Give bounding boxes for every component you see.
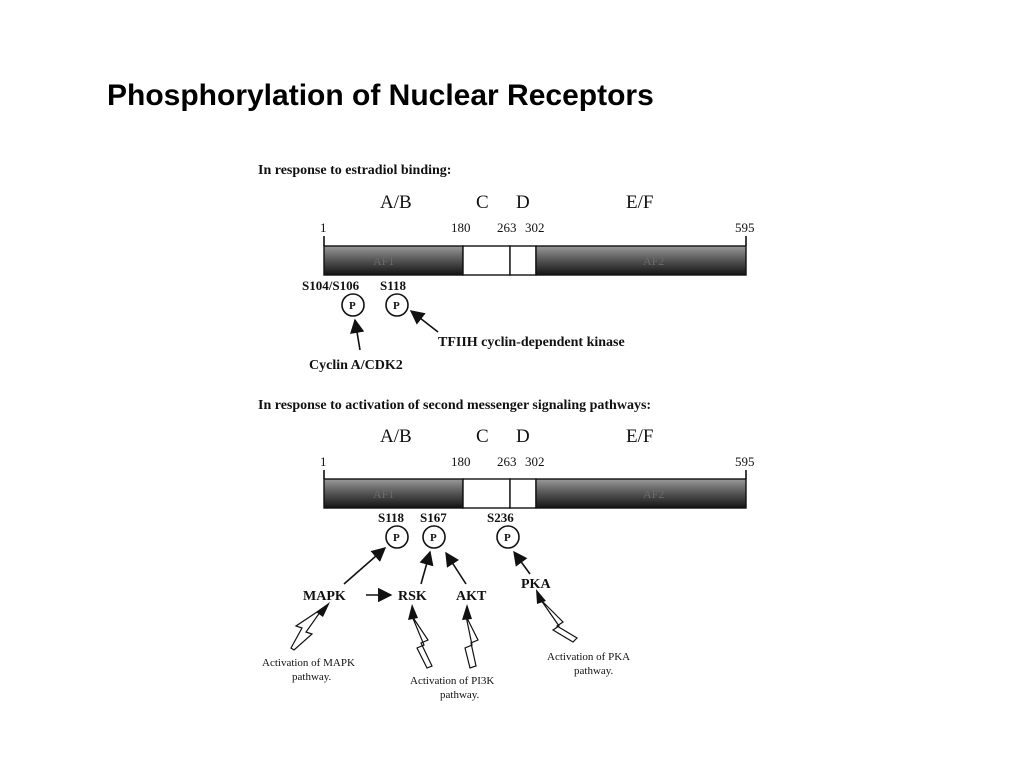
position-595: 595: [735, 454, 755, 469]
site-s167: S167: [420, 510, 447, 525]
caption-mapk-line1: Activation of MAPK: [262, 657, 355, 669]
phosphate-circle: [341, 293, 365, 317]
site-s104-s106: S104/S106: [302, 278, 360, 293]
panel-estradiol-binding: In response to estradiol binding: A/B C …: [258, 163, 755, 373]
site-s118: S118: [378, 510, 405, 525]
activation-bolt-akt: [462, 604, 479, 669]
panel1-heading: In response to estradiol binding:: [258, 163, 451, 178]
kinase-pka: PKA: [521, 577, 551, 592]
site-s118: S118: [380, 278, 407, 293]
phosphate-label: P: [430, 532, 437, 544]
domain-label-c: C: [476, 192, 489, 213]
af1-label: AF1: [373, 487, 394, 501]
arrow-pka-to-s236: [513, 550, 531, 575]
caption-pka-line1: Activation of PKA: [547, 651, 630, 663]
position-180: 180: [451, 220, 471, 235]
domain-label-ab: A/B: [380, 426, 412, 447]
domain-label-c: C: [476, 426, 489, 447]
arrow-cdk2-to-s104: [350, 318, 365, 351]
af2-label: AF2: [643, 254, 664, 268]
arrow-mapk-to-s118: [343, 547, 387, 585]
phosphate-label: P: [504, 532, 511, 544]
phosphate-label: P: [393, 300, 400, 312]
activation-bolt-pi3k: [408, 604, 433, 669]
arrow-akt-to-s167: [445, 551, 467, 585]
position-263: 263: [497, 220, 517, 235]
caption-pi3k-line2: pathway.: [440, 689, 480, 701]
kinase-mapk: MAPK: [303, 589, 346, 604]
position-302: 302: [525, 454, 545, 469]
position-1: 1: [320, 454, 327, 469]
ef-domain-bar: [535, 245, 747, 276]
phosphate-circle: [496, 525, 520, 549]
kinase-tfiih: TFIIH cyclin-dependent kinase: [438, 335, 625, 350]
ef-domain-bar: [535, 478, 747, 509]
position-263: 263: [497, 454, 517, 469]
caption-mapk-line2: pathway.: [292, 671, 332, 683]
slide-title: Phosphorylation of Nuclear Receptors: [107, 79, 654, 112]
phosphate-circle: [385, 525, 409, 549]
domain-label-d: D: [516, 192, 530, 213]
kinase-akt: AKT: [456, 589, 487, 604]
caption-pka-line2: pathway.: [574, 665, 614, 677]
domain-label-ab: A/B: [380, 192, 412, 213]
phosphate-label: P: [349, 300, 356, 312]
position-595: 595: [735, 220, 755, 235]
position-302: 302: [525, 220, 545, 235]
d-domain-bar: [509, 478, 537, 509]
af1-label: AF1: [373, 254, 394, 268]
phosphate-label: P: [393, 532, 400, 544]
domain-label-ef: E/F: [626, 192, 653, 213]
activation-bolt-pka: [536, 589, 578, 643]
kinase-cyclin-a-cdk2: Cyclin A/CDK2: [309, 358, 403, 373]
c-domain-bar: [462, 478, 511, 509]
domain-label-ef: E/F: [626, 426, 653, 447]
position-180: 180: [451, 454, 471, 469]
caption-pi3k-line1: Activation of PI3K: [410, 675, 494, 687]
ab-domain-bar: [323, 478, 464, 509]
phosphate-circle: [385, 293, 409, 317]
c-domain-bar: [462, 245, 511, 276]
activation-bolt-mapk: [290, 602, 330, 651]
phosphate-circle: [422, 525, 446, 549]
site-s236: S236: [487, 510, 514, 525]
domain-label-d: D: [516, 426, 530, 447]
position-1: 1: [320, 220, 327, 235]
panel2-heading: In response to activation of second mess…: [258, 398, 651, 413]
panel-second-messenger: In response to activation of second mess…: [258, 398, 755, 701]
arrow-tfiih-to-s118: [409, 310, 439, 333]
d-domain-bar: [509, 245, 537, 276]
arrow-rsk-to-s167: [419, 550, 434, 585]
kinase-rsk: RSK: [398, 589, 427, 604]
af2-label: AF2: [643, 487, 664, 501]
